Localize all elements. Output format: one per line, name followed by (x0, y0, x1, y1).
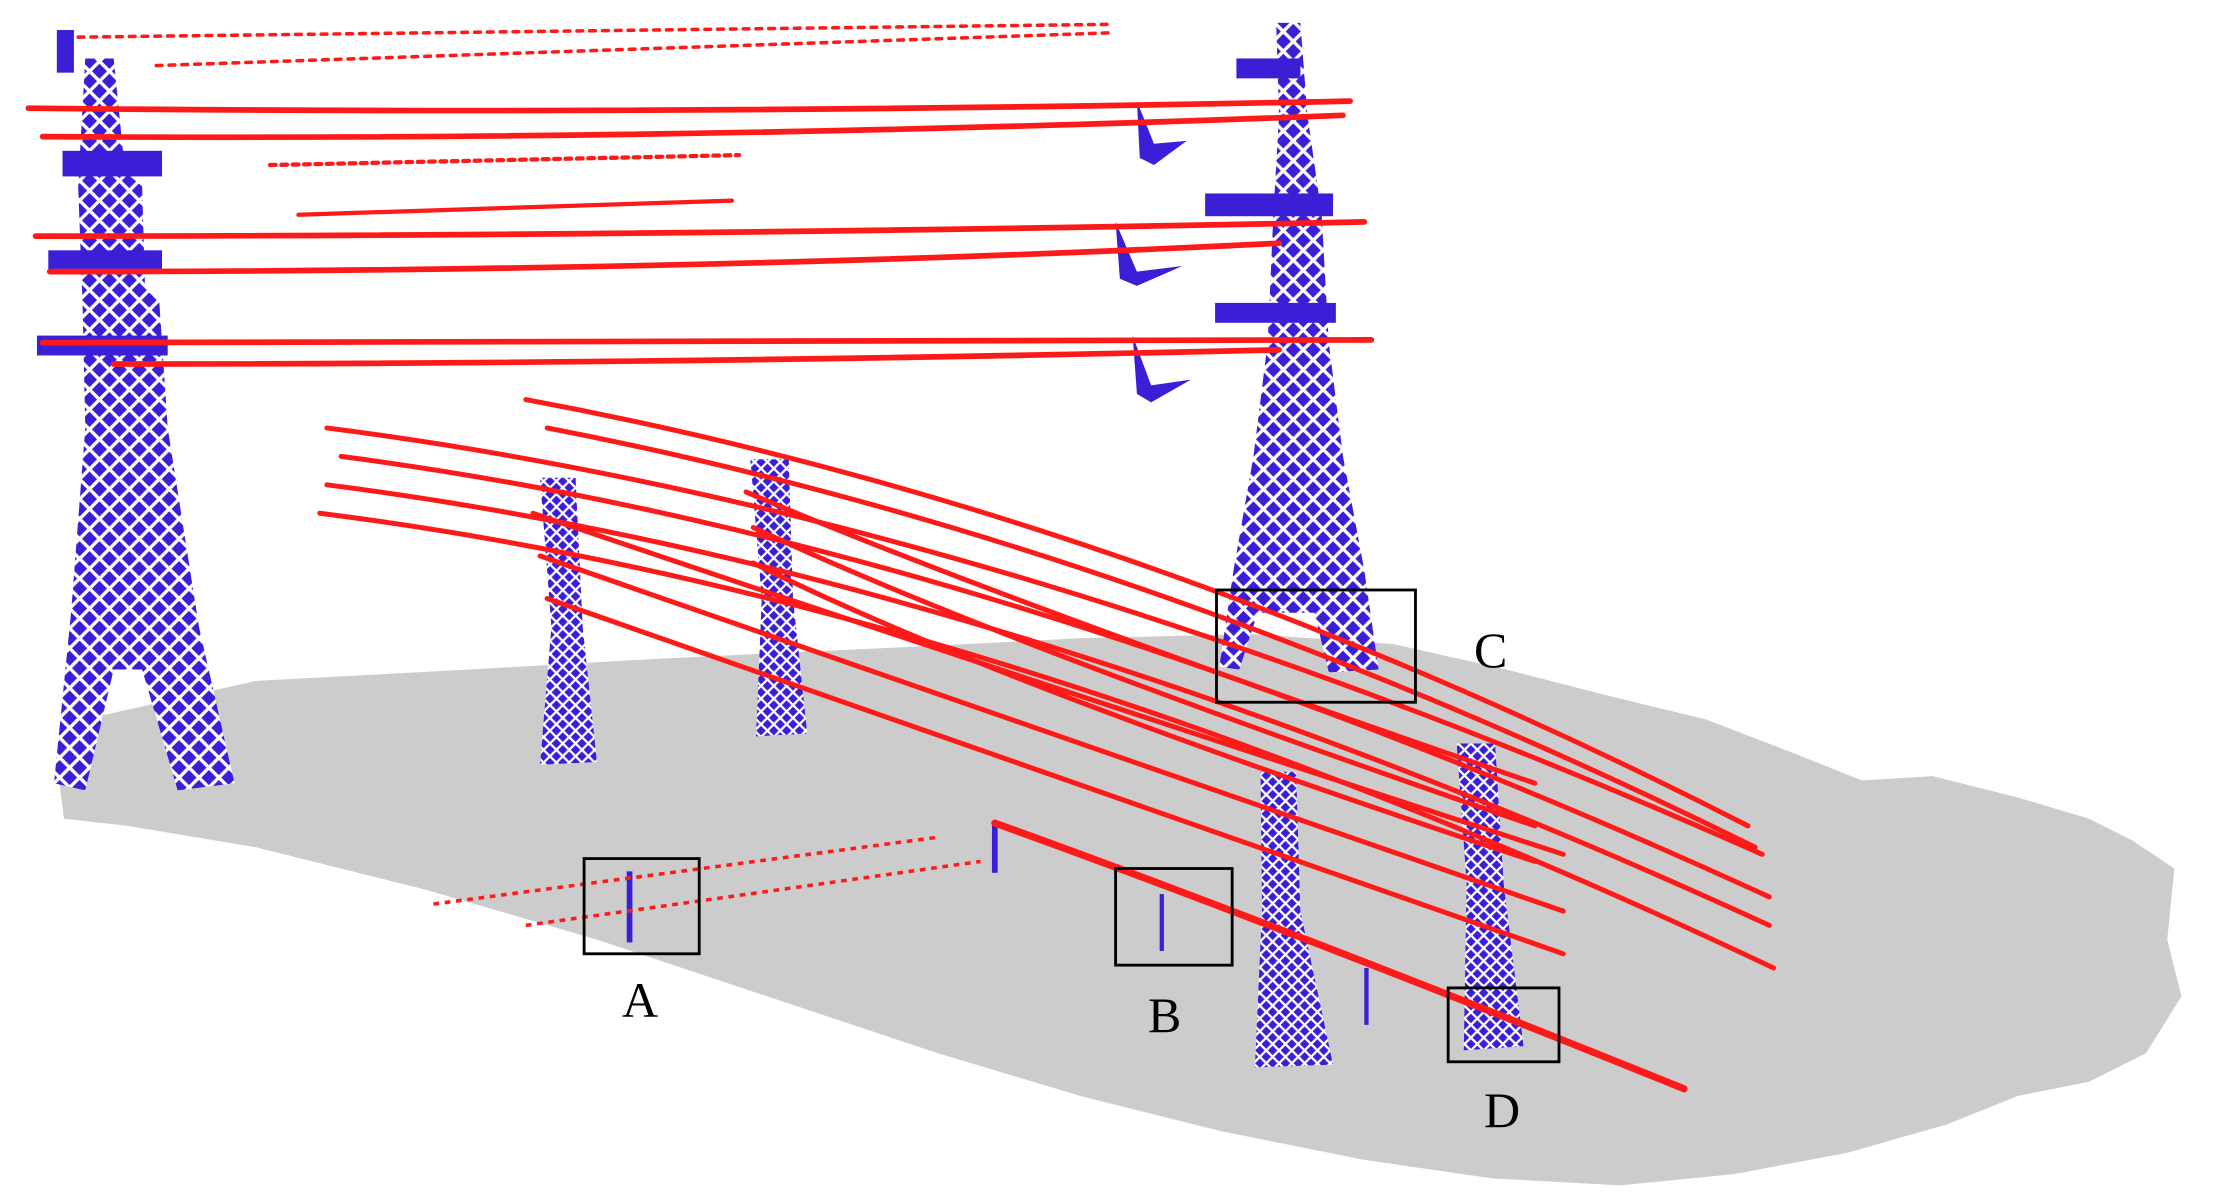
lower-powerlines (317, 397, 1777, 1093)
dotted-lines (433, 835, 981, 928)
pole-mid (991, 823, 998, 873)
region-box-b (1114, 867, 1234, 967)
pole-b (1159, 894, 1164, 951)
large-tower-right (1115, 22, 1379, 673)
region-label-c: C (1474, 622, 1508, 678)
region-label-a: A (622, 972, 659, 1028)
region-box-c (1215, 588, 1417, 704)
pole-a (626, 871, 633, 943)
large-tower-left (36, 30, 235, 791)
region-label-b: B (1148, 987, 1182, 1043)
small-tower-3 (1254, 771, 1334, 1068)
pole-right (1364, 968, 1369, 1025)
region-box-a (582, 857, 701, 956)
small-tower-4 (1456, 743, 1524, 1051)
upper-powerlines (25, 22, 1375, 367)
region-box-d (1446, 986, 1561, 1064)
ground-surface (56, 634, 2182, 1186)
region-label-d: D (1484, 1082, 1521, 1138)
